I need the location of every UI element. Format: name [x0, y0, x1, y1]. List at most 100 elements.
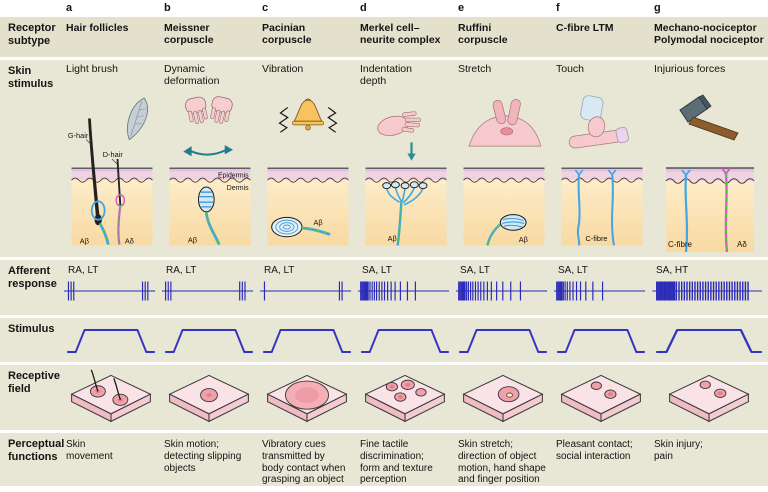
afferent-g: SA, HT: [650, 260, 768, 315]
row-label-receptive-field: Receptive field: [8, 370, 60, 395]
spike-train-d: [357, 281, 450, 301]
perceptual-d: Fine tactile discrimination; form and te…: [360, 439, 433, 486]
perceptual-g: Skin injury; pain: [654, 439, 703, 462]
dermis-label: Dermis: [227, 185, 249, 192]
meissner-corpuscle: [197, 186, 215, 213]
vibration-lines: [278, 106, 289, 133]
spike-train-g: [652, 281, 763, 301]
bell-icon: [278, 98, 338, 133]
epidermis-label: Epidermis: [218, 172, 249, 179]
hair-follicle-diagram: G-hair D-hair Aβ Aδ: [68, 97, 153, 246]
receptive-field-c: [258, 365, 356, 430]
skin-stimulus-c: Vibration Aβ: [258, 60, 356, 257]
skin-patch: [560, 374, 642, 423]
a-beta-label: Aβ: [314, 218, 323, 227]
receptor-title-a: Hair follicles: [66, 22, 129, 34]
receptive-field-d: [356, 365, 454, 430]
afferent-c: RA, LT: [258, 260, 356, 315]
letters-spacer: [0, 0, 62, 17]
stimulus-wave-b: [160, 318, 258, 362]
perceptual-c: Vibratory cues transmitted by body conta…: [262, 439, 346, 486]
stimulus-wave-d: [356, 318, 454, 362]
a-beta-label: Aβ: [188, 236, 197, 245]
trapezoid-waveform: [458, 329, 548, 353]
skin-patch: [70, 369, 152, 423]
stimulus-label-d: Indentation depth: [360, 63, 412, 88]
stimulus-wave-f: [552, 318, 650, 362]
receptor-title-c: Pacinian corpuscle: [262, 22, 312, 47]
merkel-cells: [382, 181, 428, 190]
trapezoid-waveform: [556, 329, 646, 353]
hammer-icon: [679, 94, 739, 141]
trapezoid-waveform: [164, 329, 254, 353]
afferent-label-b: RA, LT: [166, 265, 197, 276]
a-delta-fiber: [724, 173, 729, 253]
skin-patch: [668, 374, 750, 423]
afferent-label-c: RA, LT: [264, 265, 295, 276]
column-letter-d: d: [360, 2, 367, 14]
receptive-field-b: [160, 365, 258, 430]
receptive-field-row: Receptive field: [0, 365, 768, 430]
a-beta-label: Aβ: [80, 237, 89, 246]
stimulus-wave-e: [454, 318, 552, 362]
stimulus-wave-a: [62, 318, 160, 362]
stimulus-label-e: Stretch: [458, 63, 492, 75]
row-label-skin-stimulus: Skin stimulus: [8, 65, 54, 90]
perceptual-e: Skin stretch; direction of object motion…: [458, 439, 546, 486]
receptor-subtype-row: Receptor subtype Hair follicles Meissner…: [0, 17, 768, 57]
stimulus-label-c: Vibration: [262, 63, 304, 75]
down-hair: [116, 158, 122, 205]
epidermis-layer: [71, 168, 153, 181]
row-label-afferent: Afferent response: [8, 265, 57, 290]
afferent-a: RA, LT: [62, 260, 160, 315]
c-fibre-diagram: C-fibre: [561, 95, 643, 246]
receptive-field-a: [62, 365, 160, 430]
stimulus-label-f: Touch: [556, 63, 585, 75]
spike-train-a: [63, 281, 156, 301]
row-label-receptor-subtype: Receptor subtype: [8, 22, 56, 47]
column-letter-b: b: [164, 2, 171, 14]
receptor-title-e: Ruffini corpuscle: [458, 22, 508, 47]
stimulus-wave-c: [258, 318, 356, 362]
touching-hands-icon: [568, 95, 629, 149]
perceptual-a: Skin movement: [66, 439, 113, 462]
spike-train-f: [553, 281, 646, 301]
skin-patch: [168, 374, 250, 423]
c-fibre-label: C-fibre: [668, 240, 693, 249]
skin-stimulus-d: Indentation depth: [356, 60, 454, 257]
column-letter-g: g: [654, 2, 661, 14]
perceptual-functions-row: Perceptual functions Skin movement Skin …: [0, 433, 768, 486]
spike-train-b: [161, 281, 254, 301]
afferent-label-a: RA, LT: [68, 265, 99, 276]
column-letter-e: e: [458, 2, 465, 14]
stimulus-label-b: Dynamic deformation: [164, 63, 220, 88]
afferent-e: SA, LT: [454, 260, 552, 315]
c-fibre: [684, 174, 689, 253]
skin-stimulus-row: Skin stimulus Light brush G-hair: [0, 60, 768, 257]
skin-patch: [266, 374, 348, 423]
receptor-title-d: Merkel cell– neurite complex: [360, 22, 441, 47]
receptive-field-g: [650, 365, 768, 430]
receptor-title-g: Mechano-nociceptor Polymodal nociceptor: [654, 22, 764, 47]
receptive-field-e: [454, 365, 552, 430]
a-delta-label: Aδ: [125, 237, 134, 246]
perceptual-b: Skin motion; detecting slipping objects: [164, 439, 242, 474]
afferent-label-e: SA, LT: [460, 265, 490, 276]
trapezoid-waveform: [262, 329, 352, 353]
receptive-field-f: [552, 365, 650, 430]
skin-stimulus-g: Injurious forces C-fibre Aδ: [650, 60, 768, 257]
stimulus-wave-g: [650, 318, 768, 362]
d-hair-label: D-hair: [103, 150, 124, 159]
row-label-perceptual: Perceptual functions: [8, 438, 65, 463]
ruffini-diagram: Aβ: [463, 99, 545, 246]
receptor-title-f: C-fibre LTM: [556, 22, 614, 34]
stimulus-label-g: Injurious forces: [654, 63, 726, 75]
a-beta-label: Aβ: [519, 235, 528, 244]
column-letter-f: f: [556, 2, 560, 14]
trapezoid-waveform: [66, 329, 156, 353]
spike-train-e: [455, 281, 548, 301]
stretch-icon: [468, 99, 542, 147]
a-beta-label: Aβ: [388, 234, 397, 243]
spike-train-c: [259, 281, 352, 301]
a-delta-label: Aδ: [737, 240, 747, 249]
